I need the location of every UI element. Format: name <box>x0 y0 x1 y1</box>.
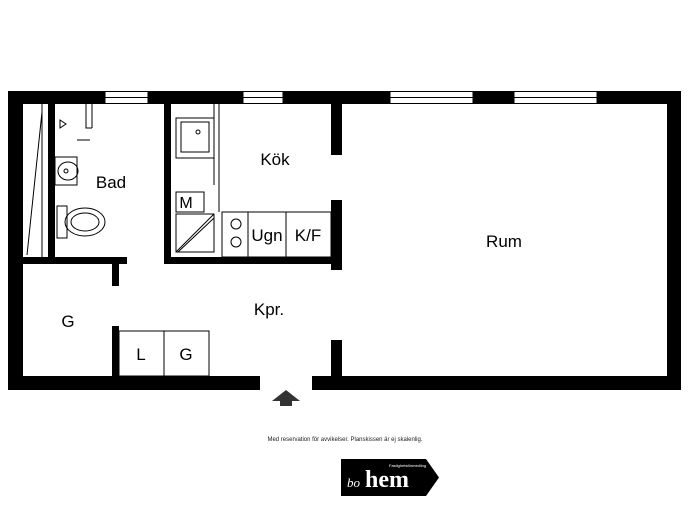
label-g-closet: G <box>179 345 192 364</box>
stove <box>221 211 249 258</box>
oven-fridge-cabinets <box>247 211 332 258</box>
label-bad: Bad <box>96 173 126 192</box>
shower <box>26 104 93 257</box>
windows <box>104 91 598 104</box>
wardrobe-m <box>175 191 205 213</box>
interior-walls <box>23 104 342 390</box>
sink-bath <box>54 119 90 186</box>
label-ugn: Ugn <box>251 226 282 245</box>
outer-walls <box>8 91 681 390</box>
label-kf: K/F <box>295 226 321 245</box>
window-room-2 <box>513 91 598 104</box>
window-room-1 <box>389 91 474 104</box>
label-l: L <box>136 345 145 364</box>
closet-box <box>175 213 215 253</box>
label-rum: Rum <box>486 232 522 251</box>
window-kitchen <box>242 91 284 104</box>
entrance-arrow <box>272 390 300 406</box>
hall-closets <box>118 330 210 377</box>
logo-script: bo <box>347 475 361 490</box>
label-kpr: Kpr. <box>254 300 284 319</box>
label-g-left: G <box>61 312 74 331</box>
disclaimer-text: Med reservation för avvikelser. Planskis… <box>267 437 423 443</box>
window-bath <box>104 91 149 104</box>
label-kok: Kök <box>260 150 290 169</box>
label-m: M <box>179 195 192 212</box>
kitchen-sink <box>175 104 220 212</box>
bohem-logo: Fastighetsförmedling bo hem <box>341 459 439 496</box>
toilet <box>56 205 106 239</box>
logo-tagline: Fastighetsförmedling <box>389 463 426 468</box>
logo-word: hem <box>365 467 409 493</box>
